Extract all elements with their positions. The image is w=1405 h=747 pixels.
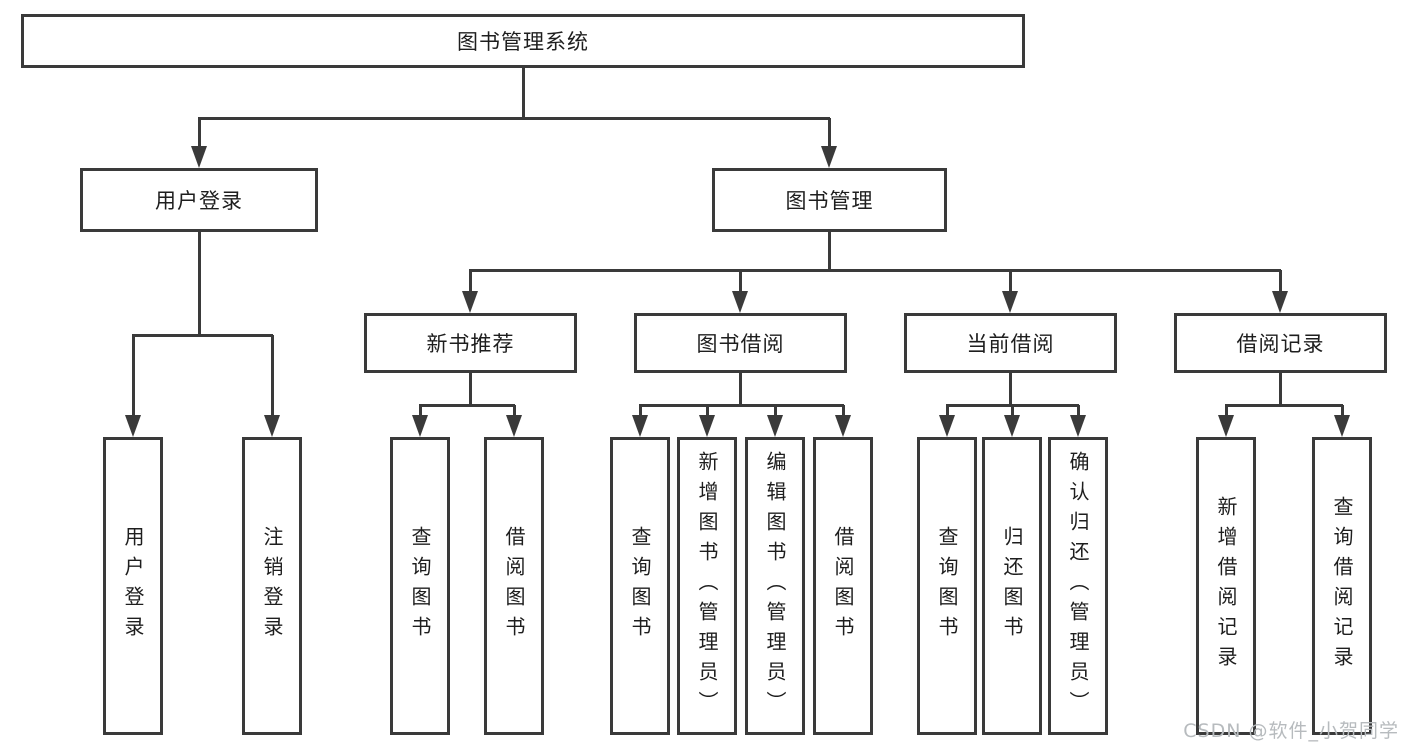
connector-line	[469, 270, 472, 295]
connector-line	[513, 405, 516, 419]
connector-line	[639, 404, 844, 407]
leaf-borrow-query-books: 查询图书	[610, 437, 670, 735]
connector-line	[946, 405, 949, 419]
node-user-login: 用户登录	[80, 168, 318, 232]
leaf-current-return-books: 归还图书	[982, 437, 1042, 735]
connector-line	[639, 405, 642, 419]
leaf-records-add-record: 新增借阅记录	[1196, 437, 1256, 735]
connector-line	[739, 270, 742, 295]
arrow-down-icon	[1334, 415, 1350, 437]
connector-line	[1279, 373, 1282, 406]
leaf-recommend-borrow-books: 借阅图书	[484, 437, 544, 735]
connector-line	[1225, 404, 1343, 407]
connector-line	[132, 334, 273, 337]
connector-line	[419, 405, 422, 419]
connector-line	[198, 232, 201, 336]
arrow-down-icon	[1272, 291, 1288, 313]
leaf-records-query-record: 查询借阅记录	[1312, 437, 1372, 735]
arrow-down-icon	[1004, 415, 1020, 437]
arrow-down-icon	[939, 415, 955, 437]
arrow-down-icon	[191, 146, 207, 168]
csdn-watermark: CSDN @软件_小贺同学	[1183, 720, 1399, 742]
connector-line	[1341, 405, 1344, 419]
arrow-down-icon	[632, 415, 648, 437]
connector-line	[774, 405, 777, 419]
connector-line	[828, 232, 831, 271]
leaf-borrow-add-books-admin: 新增图书（管理员）	[677, 437, 737, 735]
leaf-recommend-query-books: 查询图书	[390, 437, 450, 735]
arrow-down-icon	[835, 415, 851, 437]
node-borrow-records: 借阅记录	[1174, 313, 1387, 373]
connector-line	[1009, 373, 1012, 406]
leaf-current-query-books: 查询图书	[917, 437, 977, 735]
connector-line	[419, 404, 515, 407]
connector-line	[198, 117, 830, 120]
arrow-down-icon	[1070, 415, 1086, 437]
node-book-borrow: 图书借阅	[634, 313, 847, 373]
arrow-down-icon	[821, 146, 837, 168]
connector-line	[271, 335, 274, 419]
leaf-logout-login: 注销登录	[242, 437, 302, 735]
arrow-down-icon	[1002, 291, 1018, 313]
connector-line	[132, 335, 135, 419]
connector-line	[1009, 270, 1012, 295]
node-library-system: 图书管理系统	[21, 14, 1025, 68]
leaf-borrow-borrow-books: 借阅图书	[813, 437, 873, 735]
leaf-current-confirm-return-admin: 确认归还（管理员）	[1048, 437, 1108, 735]
leaf-user-login: 用户登录	[103, 437, 163, 735]
arrow-down-icon	[412, 415, 428, 437]
connector-line	[1279, 270, 1282, 295]
arrow-down-icon	[264, 415, 280, 437]
arrow-down-icon	[506, 415, 522, 437]
node-book-management: 图书管理	[712, 168, 947, 232]
connector-line	[469, 269, 1281, 272]
connector-line	[1077, 405, 1080, 419]
connector-line	[1225, 405, 1228, 419]
arrow-down-icon	[699, 415, 715, 437]
arrow-down-icon	[732, 291, 748, 313]
connector-line	[1011, 405, 1014, 419]
connector-line	[828, 118, 831, 150]
arrow-down-icon	[1218, 415, 1234, 437]
connector-line	[739, 373, 742, 406]
arrow-down-icon	[767, 415, 783, 437]
node-new-book-recommend: 新书推荐	[364, 313, 577, 373]
arrow-down-icon	[462, 291, 478, 313]
node-current-borrow: 当前借阅	[904, 313, 1117, 373]
connector-line	[469, 373, 472, 406]
connector-line	[706, 405, 709, 419]
connector-line	[842, 405, 845, 419]
leaf-borrow-edit-books-admin: 编辑图书（管理员）	[745, 437, 805, 735]
connector-line	[198, 118, 201, 150]
arrow-down-icon	[125, 415, 141, 437]
connector-line	[522, 67, 525, 119]
